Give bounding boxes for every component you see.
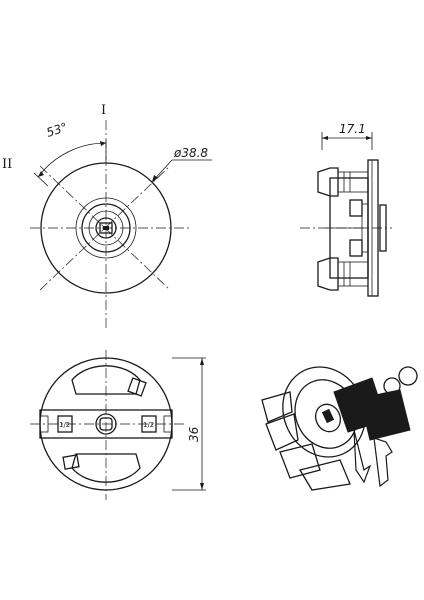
angle-label: 53° <box>45 120 70 140</box>
badge-right-label: 1/2 <box>143 421 154 429</box>
key-icon <box>333 366 418 488</box>
back-view: 1/2 1/2 36 <box>30 350 206 500</box>
axis-label-ii: II <box>2 157 12 172</box>
axis-label-i: I <box>101 103 106 118</box>
side-view: 17.1 <box>300 122 392 297</box>
height-label: 36 <box>187 426 201 442</box>
badge-left-label: 1/2 <box>59 421 70 429</box>
depth-label: 17.1 <box>339 122 366 136</box>
iso-illustration <box>261 366 418 491</box>
front-view: 53° ø38.8 I II <box>2 103 212 330</box>
diameter-label: ø38.8 <box>173 146 208 160</box>
